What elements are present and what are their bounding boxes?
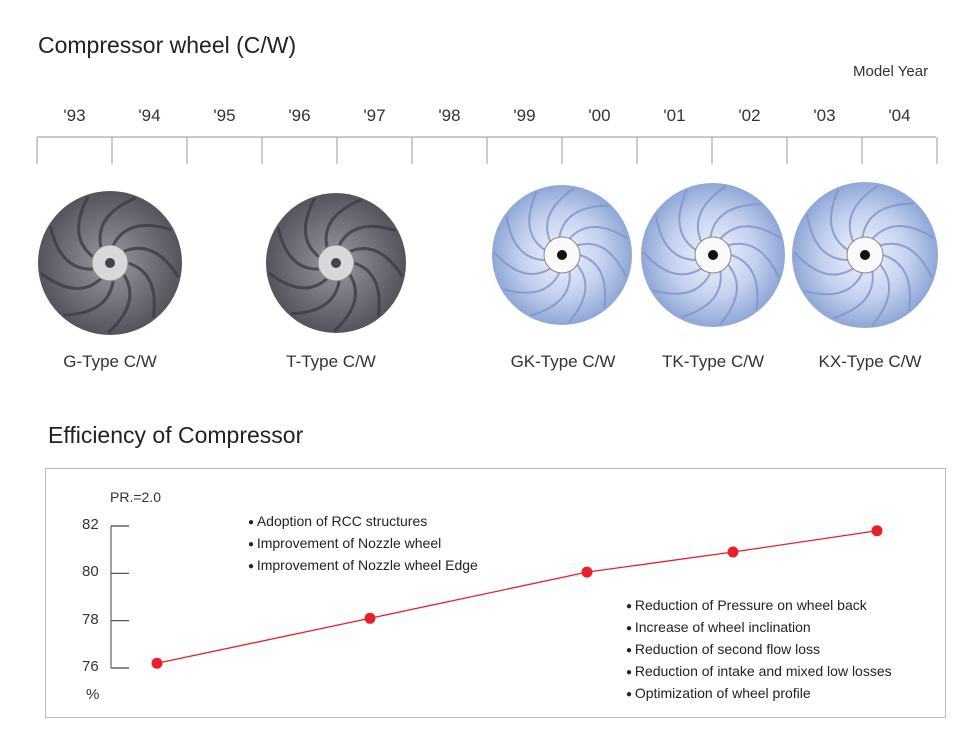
data-point [727, 546, 739, 558]
wheel-images [38, 182, 938, 335]
year-label: '00 [588, 106, 611, 125]
data-point [581, 566, 593, 578]
section-title-efficiency: Efficiency of Compressor [48, 422, 304, 448]
wheel-image-kx-type [792, 182, 938, 328]
year-label: '98 [438, 106, 461, 125]
wheel-label: T-Type C/W [286, 352, 376, 371]
year-label: '99 [513, 106, 536, 125]
wheel-image-tk-type [641, 183, 785, 327]
year-label: '04 [888, 106, 911, 125]
timeline-axis [36, 136, 938, 164]
y-tick-label: 82 [82, 516, 99, 533]
year-label: '02 [738, 106, 761, 125]
y-tick-label: 80 [82, 563, 99, 580]
wheel-image-g-type [38, 191, 182, 335]
year-label: '03 [813, 106, 836, 125]
year-label: '93 [63, 106, 86, 125]
annotation-item: Increase of wheel inclination [626, 617, 892, 639]
year-label: '94 [138, 106, 161, 125]
wheel-image-t-type [266, 193, 406, 333]
annotation-lower: Reduction of Pressure on wheel back Incr… [626, 595, 892, 705]
annotation-item: Optimization of wheel profile [626, 683, 892, 705]
year-label: '01 [663, 106, 686, 125]
wheel-image-gk-type [492, 185, 632, 325]
annotation-item: Reduction of Pressure on wheel back [626, 595, 892, 617]
data-point [364, 612, 376, 624]
data-point [871, 525, 883, 537]
section-title-compressor-wheel: Compressor wheel (C/W) [38, 32, 297, 58]
annotation-upper: Adoption of RCC structures Improvement o… [248, 511, 478, 577]
y-tick-label: 76 [82, 658, 99, 675]
year-label: '95 [213, 106, 236, 125]
y-axis-unit: % [86, 686, 100, 703]
wheel-label: GK-Type C/W [510, 352, 616, 371]
annotation-item: Improvement of Nozzle wheel Edge [248, 555, 478, 577]
model-year-label: Model Year [853, 63, 929, 80]
wheel-label: KX-Type C/W [818, 352, 922, 371]
year-label: '97 [363, 106, 386, 125]
wheel-label: TK-Type C/W [661, 352, 764, 371]
y-tick-label: 78 [82, 611, 99, 628]
annotation-item: Reduction of second flow loss [626, 639, 892, 661]
chart-subtitle: PR.=2.0 [110, 489, 161, 505]
annotation-item: Improvement of Nozzle wheel [248, 533, 478, 555]
wheel-label: G-Type C/W [63, 352, 157, 371]
annotation-item: Adoption of RCC structures [248, 511, 478, 533]
chart-frame [45, 468, 946, 718]
data-point [151, 657, 163, 669]
year-label: '96 [288, 106, 311, 125]
annotation-item: Reduction of intake and mixed low losses [626, 661, 892, 683]
